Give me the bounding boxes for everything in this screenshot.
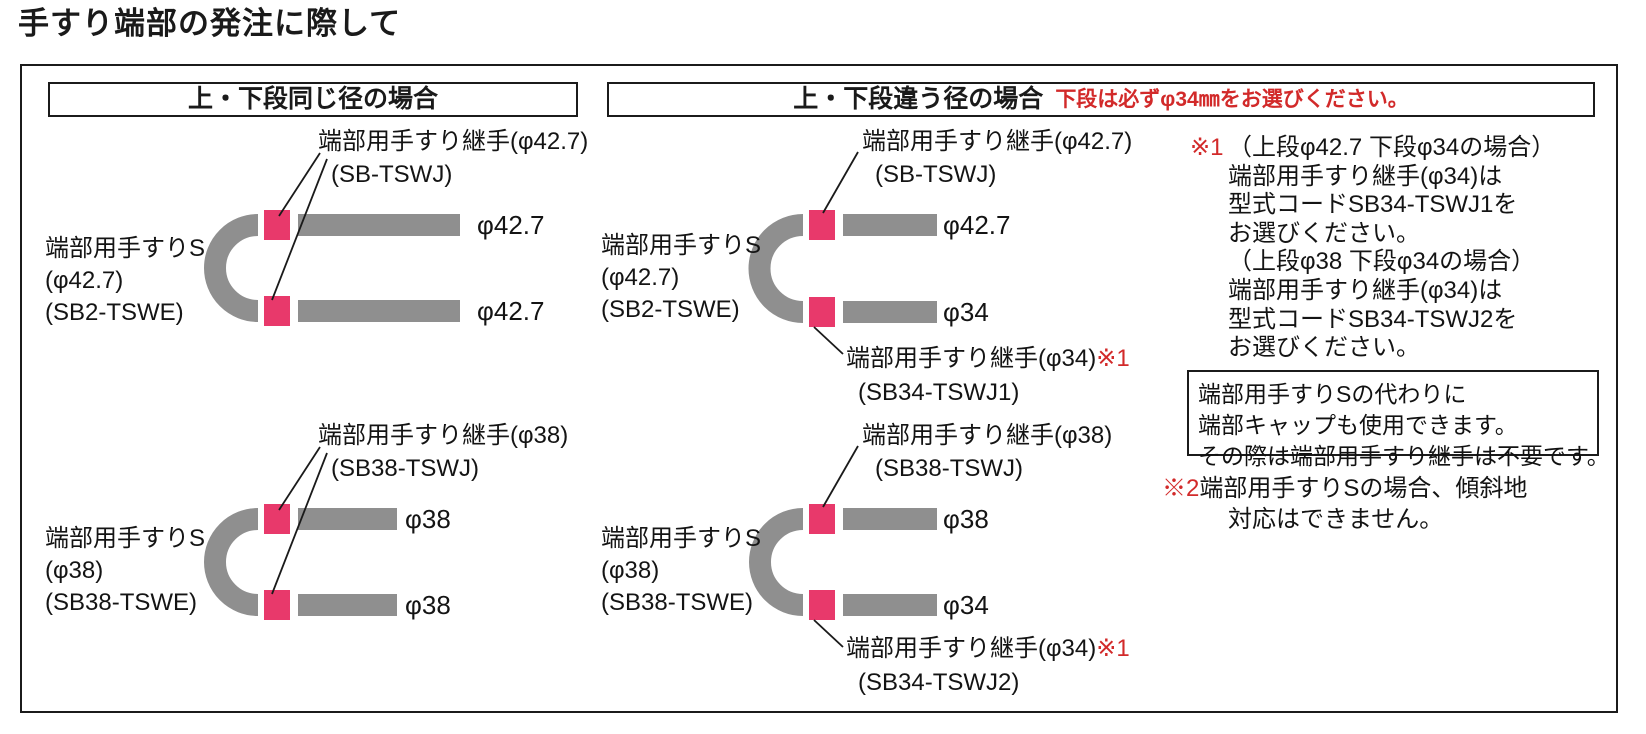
same-top-lower-diameter: φ42.7	[477, 296, 545, 326]
diagram-diff-bottom	[749, 445, 937, 648]
same-top-end-code: (SB2-TSWE)	[45, 299, 184, 326]
note1-line: 端部用手すり継手(φ34)は	[1228, 276, 1503, 304]
same-top-upper-diameter: φ42.7	[477, 210, 545, 240]
lower-joint-text: 端部用手すり継手(φ34)	[846, 635, 1097, 662]
ref-mark-1: ※1	[1096, 635, 1130, 662]
rail-bar-lower	[298, 594, 397, 616]
diff-bottom-end-label: 端部用手すりS	[601, 525, 762, 552]
note2-text-line2: 対応はできません。	[1228, 506, 1444, 533]
header-diff-label: 上・下段違う径の場合	[793, 85, 1044, 113]
diff-top-upper-diameter: φ42.7	[943, 210, 1011, 240]
note1-line: お選びください。	[1228, 334, 1420, 362]
leader-line	[278, 446, 321, 511]
diff-bottom-joint-code: (SB38-TSWJ)	[875, 455, 1024, 482]
same-top-joint-code: (SB-TSWJ)	[331, 161, 453, 188]
rail-bar-upper	[298, 508, 397, 530]
same-bottom-upper-diameter: φ38	[405, 504, 451, 534]
leader-line	[271, 452, 328, 595]
rail-bar-upper	[843, 214, 937, 236]
header-same-diameter: 上・下段同じ径の場合	[48, 82, 578, 117]
header-same-label: 上・下段同じ径の場合	[187, 85, 438, 113]
diff-top-joint-label: 端部用手すり継手(φ42.7)	[862, 128, 1133, 155]
diff-top-joint-code: (SB-TSWJ)	[875, 161, 997, 188]
note1-line: （上段φ38 下段φ34の場合）	[1228, 248, 1536, 276]
rail-bar-lower	[843, 301, 937, 323]
rail-bar-upper	[843, 508, 937, 530]
same-top-end-dia: (φ42.7)	[45, 267, 124, 294]
diff-bottom-joint-label: 端部用手すり継手(φ38)	[862, 422, 1113, 449]
rail-bar-lower	[298, 300, 460, 322]
note1-line: 型式コードSB34-TSWJ2を	[1228, 305, 1518, 333]
u-rail	[748, 214, 804, 323]
ref-mark-1: ※1	[1096, 345, 1130, 372]
cap-note-line: 端部用手すりSの代わりに	[1198, 381, 1467, 407]
diff-top-lower-joint-label: 端部用手すり継手(φ34)※1	[846, 347, 1130, 371]
diff-top-lower-joint-code: (SB34-TSWJ1)	[858, 379, 1020, 406]
diff-top-end-dia: (φ42.7)	[601, 264, 680, 291]
same-bottom-lower-diameter: φ38	[405, 590, 451, 620]
joint-square-lower	[809, 297, 835, 327]
same-bottom-joint-label: 端部用手すり継手(φ38)	[318, 422, 569, 449]
lower-joint-text: 端部用手すり継手(φ34)	[846, 345, 1097, 372]
header-diff-diameter: 上・下段違う径の場合 下段は必ずφ34㎜をお選びください。	[607, 82, 1595, 117]
same-bottom-joint-code: (SB38-TSWJ)	[331, 455, 480, 482]
note1-line: 型式コードSB34-TSWJ1を	[1228, 191, 1518, 219]
diff-top-lower-diameter: φ34	[943, 297, 989, 327]
note1-line: 端部用手すり継手(φ34)は	[1228, 162, 1503, 190]
leader-line	[822, 151, 859, 214]
u-rail	[749, 508, 804, 616]
diff-bottom-end-dia: (φ38)	[601, 557, 660, 584]
diff-top-end-label: 端部用手すりS	[601, 232, 762, 259]
same-top-joint-label: 端部用手すり継手(φ42.7)	[318, 128, 589, 155]
diff-bottom-lower-joint-code: (SB34-TSWJ2)	[858, 669, 1020, 696]
same-bottom-end-code: (SB38-TSWE)	[45, 589, 198, 616]
rail-bar-upper	[298, 214, 460, 236]
rail-bar-lower	[843, 594, 937, 616]
diagram-diff-top	[748, 151, 937, 355]
joint-square-upper	[264, 210, 290, 240]
cap-note-line: 端部キャップも使用できます。	[1198, 412, 1518, 438]
note2-line1: 端部用手すりSの場合、傾斜地	[1199, 475, 1528, 502]
diff-top-end-code: (SB2-TSWE)	[601, 296, 740, 323]
joint-square-lower	[264, 296, 290, 326]
cap-note-line: その際は端部用手すり継手は不要です。	[1198, 443, 1610, 469]
cap-note-box: 端部用手すりSの代わりに 端部キャップも使用できます。 その際は端部用手すり継手…	[1187, 370, 1610, 469]
diff-bottom-lower-joint-label: 端部用手すり継手(φ34)※1	[846, 637, 1130, 661]
note1-line: （上段φ42.7 下段φ34の場合）	[1228, 134, 1556, 161]
leader-line	[271, 158, 328, 301]
same-bottom-end-dia: (φ38)	[45, 557, 104, 584]
diff-bottom-end-code: (SB38-TSWE)	[601, 589, 754, 616]
page-title: 手すり端部の発注に際して	[18, 6, 402, 41]
u-rail	[204, 508, 259, 616]
outer-frame	[20, 64, 1618, 713]
diff-bottom-lower-diameter: φ34	[943, 590, 989, 620]
leader-line	[813, 619, 844, 648]
note1-marker: ※1	[1190, 134, 1224, 161]
same-top-end-label: 端部用手すりS	[45, 235, 206, 262]
header-diff-warning: 下段は必ずφ34㎜をお選びください。	[1055, 88, 1409, 111]
diagram-same-top	[204, 152, 460, 326]
note1-text: （上段φ42.7 下段φ34の場合） 端部用手すり継手(φ34)は 型式コードS…	[1228, 134, 1555, 363]
joint-square-upper	[264, 504, 290, 534]
joint-square-lower	[264, 590, 290, 620]
leader-line	[813, 326, 844, 355]
joint-square-upper	[809, 504, 835, 534]
joint-square-lower	[809, 590, 835, 620]
diff-bottom-upper-diameter: φ38	[943, 504, 989, 534]
same-bottom-end-label: 端部用手すりS	[45, 525, 206, 552]
u-rail	[204, 214, 259, 322]
joint-square-upper	[809, 210, 835, 240]
note2-marker: ※2	[1162, 475, 1200, 502]
diagram-same-bottom	[204, 446, 397, 620]
note2-text-line1: ※2端部用手すりSの場合、傾斜地	[1162, 477, 1527, 501]
leader-line	[278, 152, 321, 217]
note1-line: お選びください。	[1228, 219, 1420, 247]
leader-line	[822, 445, 859, 508]
